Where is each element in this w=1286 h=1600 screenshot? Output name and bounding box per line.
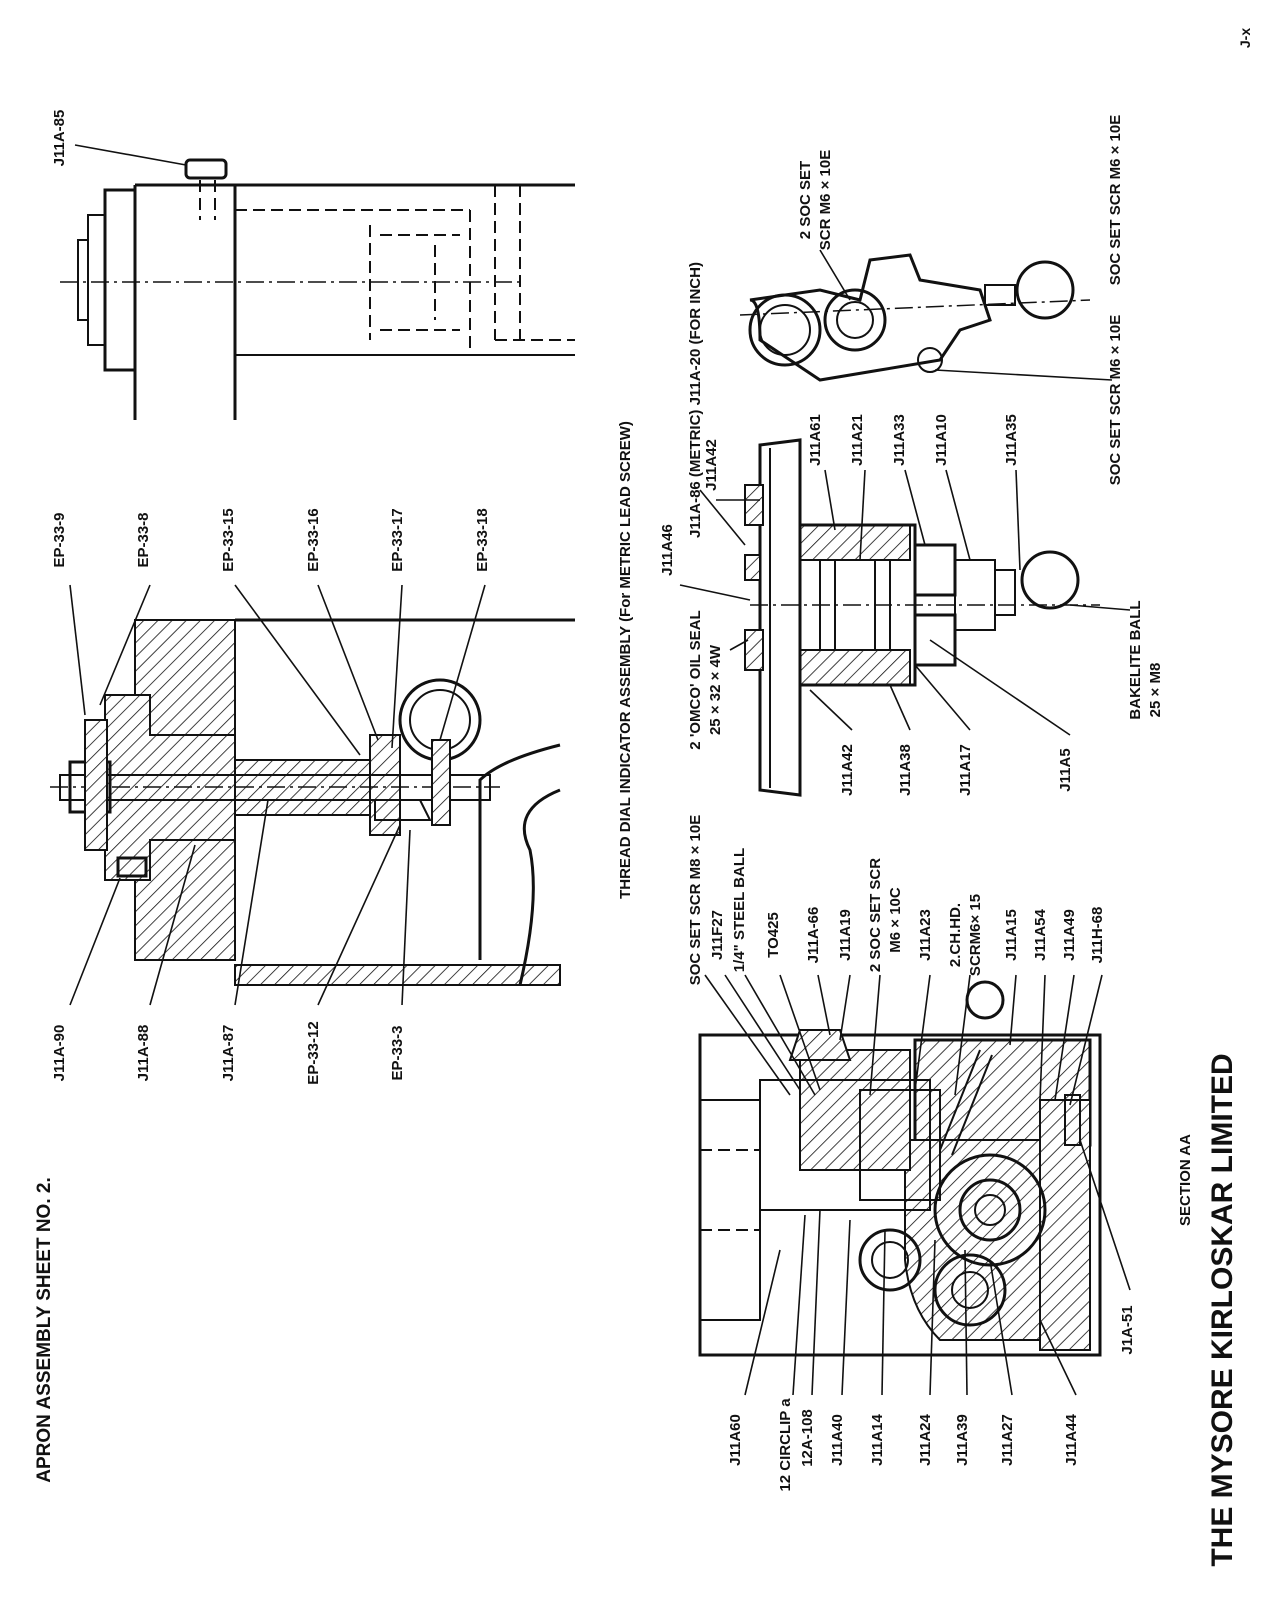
- label-j11a61: J11A61: [807, 414, 824, 466]
- label-scrm6-15: SCRM6× 15: [967, 894, 984, 976]
- label-j11a49: J11A49: [1061, 909, 1078, 961]
- label-2-soc-set-scr: 2 SOC SET SCR: [867, 858, 884, 972]
- right-view-labels: 2 SOC SET SCR M6 × 10E SOC SET SCR M6 × …: [797, 115, 1124, 485]
- label-omco-oil-seal: 2 'OMCO' OIL SEAL: [687, 610, 704, 749]
- middle-lower-view: [744, 438, 1100, 797]
- label-j11a60: J11A60: [727, 1414, 744, 1466]
- label-soc-set-right-top: SOC SET SCR M6 × 10E: [1107, 115, 1124, 285]
- label-bakelite-size: 25 × M8: [1147, 663, 1164, 718]
- label-j11a54: J11A54: [1032, 908, 1049, 960]
- thread-dial-caption: THREAD DIAL INDICATOR ASSEMBLY (For METR…: [617, 421, 634, 899]
- thread-dial-bottom-labels: J11A-90 J11A-88 J11A-87 EP-33-12 EP-33-3: [51, 799, 411, 1085]
- middle-top-labels: J11A46 J11A-86 (METRIC) J11A-20 (FOR INC…: [659, 262, 1021, 750]
- label-j11a42-bottom: J11A42: [839, 744, 856, 796]
- label-j11a39: J11A39: [954, 1414, 971, 1466]
- label-j11a33: J11A33: [891, 414, 908, 466]
- label-j11a-66: J11A-66: [805, 907, 822, 964]
- label-j11a15: J11A15: [1003, 909, 1020, 961]
- label-j11f27: J11F27: [709, 910, 726, 960]
- label-ep-33-12: EP-33-12: [305, 1021, 322, 1084]
- label-j11a-87: J11A-87: [220, 1025, 237, 1082]
- label-j11a38: J11A38: [897, 744, 914, 796]
- label-j11a40: J11A40: [829, 1414, 846, 1466]
- label-ep-33-15: EP-33-15: [220, 508, 237, 571]
- label-ep-33-18: EP-33-18: [474, 508, 491, 571]
- label-j11a-85: J11A-85: [51, 110, 68, 167]
- label-ep-33-3: EP-33-3: [389, 1025, 406, 1080]
- label-j11a35: J11A35: [1003, 414, 1020, 466]
- middle-bottom-labels: J11A42 J11A38 J11A17 J11A5: [809, 639, 1074, 796]
- label-j11a21: J11A21: [849, 414, 866, 466]
- label-j11a17: J11A17: [957, 744, 974, 796]
- label-bakelite-ball: BAKELITE BALL: [1127, 600, 1144, 719]
- label-ep-33-17: EP-33-17: [389, 508, 406, 571]
- thread-dial-section-view: [50, 618, 575, 986]
- label-12-circlip: 12 CIRCLIP a: [777, 1398, 794, 1492]
- section-aa-view: [698, 980, 1102, 1357]
- label-j11a27: J11A27: [999, 1414, 1016, 1466]
- company-name: THE MYSORE KIRLOSKAR LIMITED: [1206, 1053, 1239, 1566]
- section-top-labels: SOC SET SCR M8 × 10E J11F27 1/4" STEEL B…: [687, 815, 1106, 1106]
- label-j11a-88: J11A-88: [135, 1025, 152, 1082]
- label-j11a19: J11A19: [837, 909, 854, 961]
- right-small-view: [739, 253, 1091, 382]
- label-soc-set-scr-m8: SOC SET SCR M8 × 10E: [687, 815, 704, 985]
- label-m6-10c: M6 × 10C: [887, 887, 904, 953]
- label-to425: TO425: [765, 912, 782, 958]
- label-ep-33-16: EP-33-16: [305, 508, 322, 571]
- label-j11a44: J11A44: [1063, 1413, 1080, 1465]
- page-code: J-x: [1237, 28, 1253, 48]
- label-soc-set-right-bottom: SOC SET SCR M6 × 10E: [1107, 315, 1124, 485]
- label-2-soc-set: 2 SOC SET: [797, 161, 814, 239]
- section-aa-caption: SECTION AA: [1177, 1134, 1194, 1226]
- label-scr-m6-10e-a: SCR M6 × 10E: [817, 150, 834, 250]
- label-12a-108: 12A-108: [799, 1409, 816, 1467]
- upper-right-view: [60, 158, 575, 420]
- bakelite-ball-label: BAKELITE BALL 25 × M8: [1069, 600, 1164, 720]
- label-oil-seal-size: 25 × 32 × 4W: [707, 644, 724, 735]
- section-bottom-labels: J11A60 12 CIRCLIP a 12A-108 J11A40 J11A1…: [727, 1209, 1080, 1492]
- label-ep-33-8: EP-33-8: [135, 512, 152, 567]
- sheet-title: APRON ASSEMBLY SHEET NO. 2.: [34, 1177, 55, 1482]
- label-j11a24: J11A24: [917, 1413, 934, 1465]
- label-j11a-90: J11A-90: [51, 1025, 68, 1082]
- label-j11a42-top: J11A42: [703, 439, 720, 491]
- label-j11a-86-metric: J11A-86 (METRIC) J11A-20 (FOR INCH): [687, 262, 704, 538]
- label-j1a-51: J1A-51: [1119, 1305, 1136, 1354]
- label-j11a14: J11A14: [869, 1413, 886, 1465]
- label-2-ch-hd: 2.CH.HD.: [947, 903, 964, 967]
- label-j11a23: J11A23: [917, 909, 934, 961]
- label-ep-33-9: EP-33-9: [51, 512, 68, 567]
- label-steel-ball: 1/4" STEEL BALL: [731, 848, 748, 972]
- thread-dial-top-labels: EP-33-9 EP-33-8 EP-33-15 EP-33-16 EP-33-…: [51, 508, 491, 756]
- label-j11a5: J11A5: [1057, 748, 1074, 791]
- label-j11a10: J11A10: [933, 414, 950, 466]
- label-j11a46: J11A46: [659, 524, 676, 576]
- label-j11h-68: J11H-68: [1089, 907, 1106, 964]
